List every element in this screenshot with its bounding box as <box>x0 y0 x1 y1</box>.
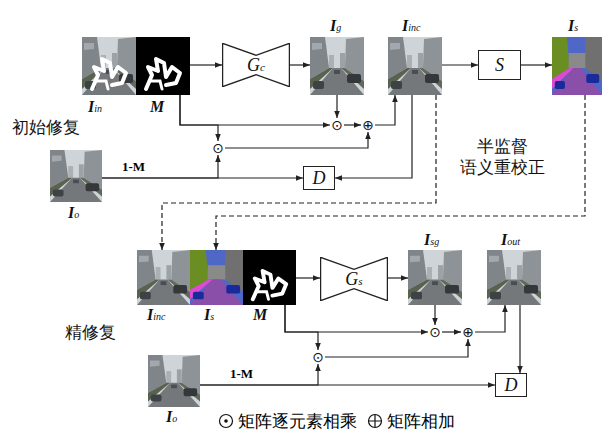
connector <box>442 331 461 332</box>
legend-text: 矩阵相加 <box>387 411 455 431</box>
semantic-image: Is <box>190 250 243 305</box>
image-label: M <box>253 307 267 323</box>
image-label: Io <box>166 409 177 425</box>
connector <box>325 339 468 357</box>
connector <box>180 95 330 125</box>
block-label: Gs <box>345 270 362 288</box>
connector <box>521 64 552 65</box>
connector <box>225 132 368 148</box>
add-operator: ⊕ <box>361 118 375 132</box>
legend: 矩阵逐元素相乘 矩阵相加 <box>218 411 465 431</box>
add-operator: ⊕ <box>461 325 475 339</box>
connector <box>290 64 310 65</box>
image-label: Is <box>568 18 578 34</box>
semantic-image: Is <box>552 37 602 95</box>
mask-image: M <box>243 250 296 305</box>
multiply-operator: ⊙ <box>428 325 442 339</box>
image-label: Io <box>68 205 79 221</box>
multiply-operator: ⊙ <box>330 118 344 132</box>
generated-image: Ig <box>310 37 364 95</box>
connector <box>102 155 218 178</box>
multiply-operator: ⊙ <box>211 141 225 155</box>
connector <box>519 305 520 373</box>
discriminator-box: D <box>495 373 527 397</box>
operator-symbol: ⊙ <box>331 118 343 132</box>
connector <box>180 95 218 141</box>
connector <box>375 95 395 125</box>
discriminator-box: D <box>303 166 335 190</box>
image-label: Isg <box>424 232 439 248</box>
image-label: Iinc <box>147 307 165 323</box>
operator-symbol: ⊙ <box>212 141 224 155</box>
connector <box>200 384 495 385</box>
connector <box>102 177 303 178</box>
legend-swatch <box>218 413 234 429</box>
dashed-connector <box>216 95 585 250</box>
image-label: Iin <box>88 99 102 115</box>
connector <box>335 95 412 178</box>
operator-symbol: ⊕ <box>362 118 374 132</box>
connector <box>434 305 435 325</box>
operator-symbol: ⊙ <box>312 350 324 364</box>
original-image: Io <box>50 150 102 202</box>
connector <box>344 124 361 125</box>
image-label: Ig <box>330 18 341 34</box>
segmentation-box: S <box>478 50 521 80</box>
image-label: M <box>150 99 164 115</box>
generator-block: Gs <box>320 257 388 301</box>
stage-title: 初始修复 <box>6 117 86 138</box>
coarse-image: Iinc <box>388 37 442 95</box>
connector <box>442 64 478 65</box>
connector <box>285 305 428 332</box>
image-label: Is <box>204 307 214 323</box>
edge-label: 1-M <box>228 367 255 381</box>
input-image: Iin <box>82 37 136 95</box>
connector <box>190 64 222 65</box>
multiply-operator: ⊙ <box>311 350 325 364</box>
connector <box>336 95 337 118</box>
connector <box>200 364 318 385</box>
block-label: D <box>505 376 518 394</box>
operator-symbol: ⊙ <box>429 325 441 339</box>
stage-title: 半监督 语义重校正 <box>452 136 552 179</box>
image-label: Iinc <box>402 18 420 34</box>
image-label: Iout <box>501 232 520 248</box>
legend-item: 矩阵相加 <box>367 411 455 431</box>
output-image: Iout <box>487 250 541 305</box>
operator-symbol: ⊕ <box>462 325 474 339</box>
mask-image: M <box>136 37 190 95</box>
block-label: S <box>495 56 504 74</box>
block-label: Gc <box>247 56 265 74</box>
legend-swatch <box>367 413 383 429</box>
connector <box>475 305 505 332</box>
legend-text: 矩阵逐元素相乘 <box>238 411 357 431</box>
generator-block: Gc <box>222 43 290 87</box>
stage-title: 精修复 <box>55 322 125 343</box>
connector <box>285 305 318 350</box>
generated-image: Isg <box>408 250 462 305</box>
edge-label: 1-M <box>120 160 147 174</box>
block-label: D <box>313 169 326 187</box>
legend-item: 矩阵逐元素相乘 <box>218 411 357 431</box>
original-image: Io <box>148 355 200 407</box>
connector <box>388 277 408 278</box>
coarse-image: Iinc <box>137 250 190 305</box>
dashed-connector <box>162 95 436 250</box>
connector <box>296 277 320 278</box>
